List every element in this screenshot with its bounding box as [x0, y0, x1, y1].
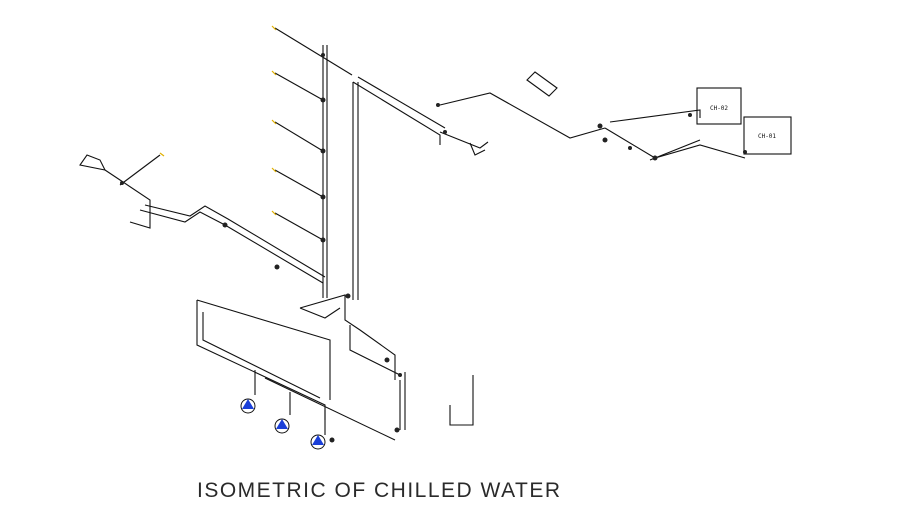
pump-icon	[274, 418, 290, 434]
chiller-box-02	[696, 87, 742, 125]
chiller-label-01: CH-01	[758, 133, 776, 140]
chiller-box-01	[743, 116, 792, 155]
pump-icon	[240, 398, 256, 414]
chiller-label-02: CH-02	[710, 105, 728, 112]
vertical-riser	[322, 45, 359, 300]
fitting-markers	[120, 53, 747, 443]
pipe-run-to-chillers	[352, 76, 746, 161]
pump-icon	[310, 434, 326, 450]
drawing-title: ISOMETRIC OF CHILLED WATER	[197, 479, 562, 502]
pipe-run-lower	[196, 294, 474, 441]
pipe-run-upper-left	[274, 27, 353, 241]
pipe-run-left-branch	[79, 154, 326, 284]
pump-symbols	[240, 398, 326, 450]
accent-ticks	[159, 25, 277, 216]
tag-box-top	[526, 71, 558, 97]
